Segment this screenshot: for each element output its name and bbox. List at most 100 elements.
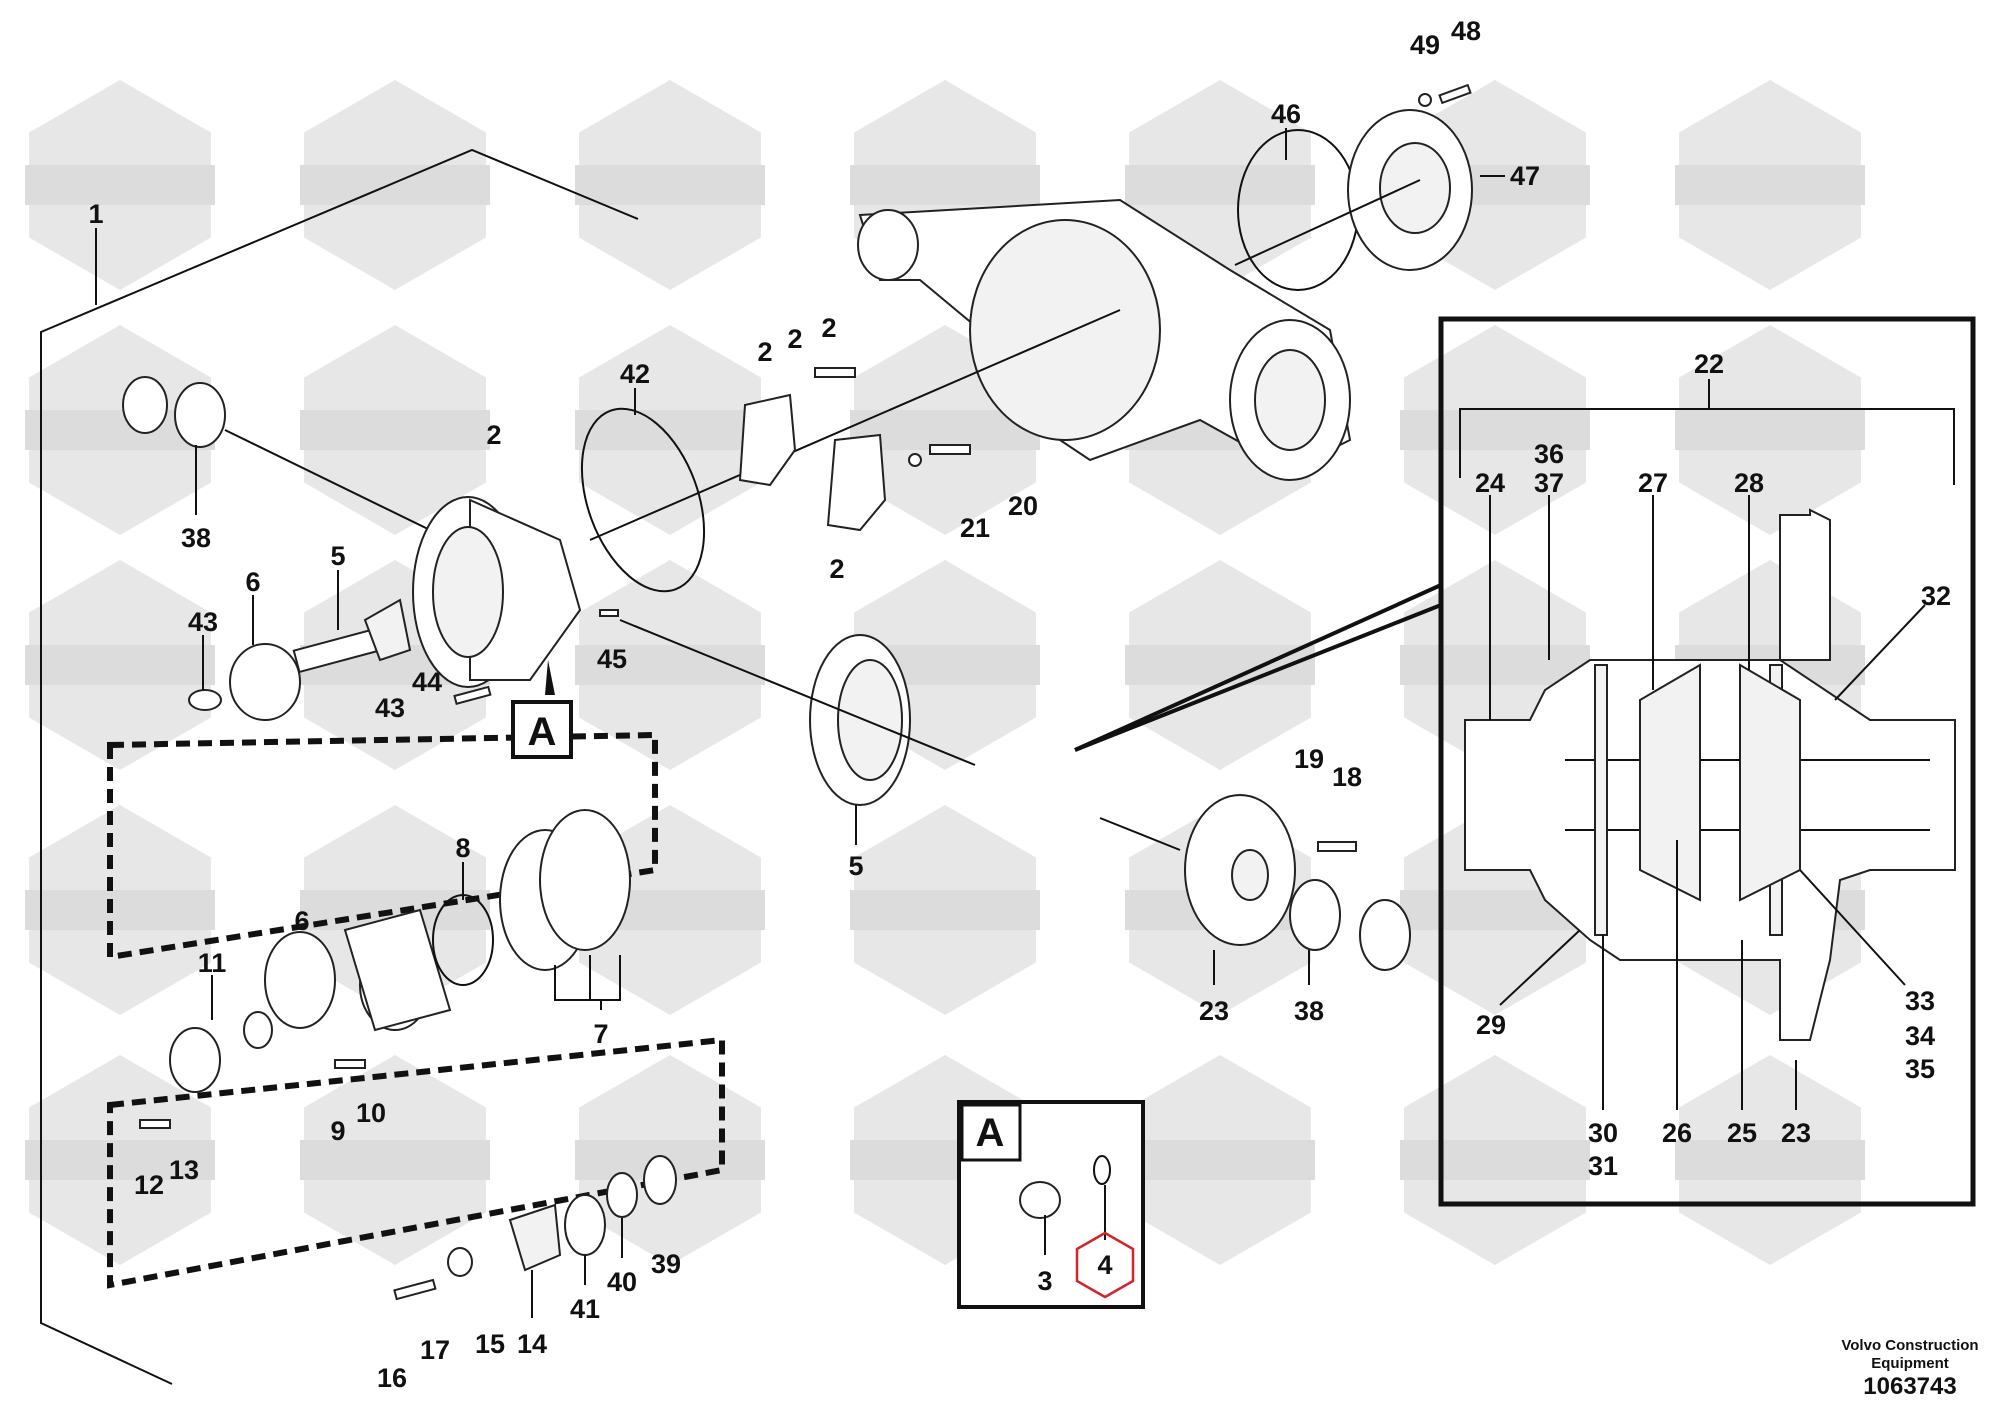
bearing-cap-lower [826,433,887,532]
watermark-band [300,165,490,205]
label-18: 18 [1332,762,1362,792]
label-49: 49 [1410,30,1440,60]
watermark-band [850,890,1040,930]
label-32: 32 [1921,581,1951,611]
seal-39 [643,1155,677,1205]
label-23: 23 [1199,996,1229,1026]
label-7: 7 [593,1019,608,1049]
diff-case-hub [1231,849,1269,901]
label-1: 1 [88,199,103,229]
label-34: 34 [1905,1021,1935,1051]
plug-3 [1019,1181,1061,1219]
bolt-12 [139,1119,171,1129]
label-22: 22 [1694,349,1724,379]
label-42: 42 [620,359,650,389]
label-38: 38 [1294,996,1324,1026]
disc-7b [539,809,631,951]
footer-company: Volvo Construction [1841,1337,1978,1354]
watermark-band [25,1140,215,1180]
bearing-6 [229,643,301,721]
label-6: 6 [245,567,260,597]
bearing-38-right [1289,879,1341,951]
bolt-2 [814,367,856,378]
label-38: 38 [181,523,211,553]
watermark-band [25,645,215,685]
o-ring-42 [580,407,706,593]
differential-section [1464,508,1956,1041]
detail-pointer [1074,583,1442,752]
watermark-band [1400,645,1590,685]
cover-hub [1379,142,1451,234]
washer-49 [1418,93,1432,107]
washer-41 [564,1194,606,1256]
axle-housing [857,198,1352,481]
label-44: 44 [412,667,442,697]
bearing-6-lower [264,931,336,1029]
leader-line [1234,179,1421,266]
label-25: 25 [1727,1118,1757,1148]
watermark-band [1675,1140,1865,1180]
washer-21 [908,453,922,467]
inset-a-label-box [960,1103,1022,1162]
label-41: 41 [570,1294,600,1324]
detail-leaders [1489,495,1926,1110]
watermark-band [575,645,765,685]
washer [243,1011,273,1049]
watermark-band [1400,1140,1590,1180]
inset-a-label: A [976,1111,1005,1155]
subassembly-box-carrier [107,731,658,961]
seal-upper [122,376,168,434]
pinion-gear [363,598,412,662]
leader-line [224,429,431,531]
bracket-7 [554,955,621,1001]
callout-arrow [545,660,555,695]
label-2: 2 [486,420,501,450]
callout-label-a: A [528,710,557,754]
label-16: 16 [377,1363,407,1393]
watermark-band [25,890,215,930]
label-14: 14 [517,1329,547,1359]
label-2: 2 [829,554,844,584]
watermark-band [25,165,215,205]
label-31: 31 [1588,1151,1618,1181]
label-2: 2 [757,337,772,367]
bearing-cup [1359,899,1411,971]
label-2: 2 [787,324,802,354]
bearing-38 [174,382,226,448]
seal-ring-4 [1093,1155,1111,1185]
label-33: 33 [1905,986,1935,1016]
watermark-band [575,165,765,205]
watermark-band [1125,1140,1315,1180]
bolt-9 [334,1059,366,1069]
label-6: 6 [294,906,309,936]
label-4: 4 [1097,1250,1112,1280]
label-47: 47 [1510,161,1540,191]
footer-company-2: Equipment [1871,1355,1949,1372]
label-9: 9 [330,1116,345,1146]
label-8: 8 [455,833,470,863]
label-43: 43 [375,693,405,723]
bolt-18 [1317,841,1357,852]
watermark-band [575,410,765,450]
bolt-43 [453,685,492,705]
bolt-48 [1438,83,1472,105]
label-10: 10 [356,1098,386,1128]
bolt-16 [393,1278,437,1301]
label-17: 17 [420,1335,450,1365]
bracket-22 [1459,408,1955,485]
spacer-43 [188,689,222,711]
pin-45 [599,609,619,617]
callout-box-a [511,700,573,759]
label-43: 43 [188,607,218,637]
label-2: 2 [821,313,836,343]
label-39: 39 [651,1249,681,1279]
label-24: 24 [1475,468,1505,498]
label-15: 15 [475,1329,505,1359]
flange-14 [508,1203,562,1272]
watermark-band [300,410,490,450]
label-40: 40 [607,1267,637,1297]
label-26: 26 [1662,1118,1692,1148]
differential-carrier-housing [412,496,582,688]
